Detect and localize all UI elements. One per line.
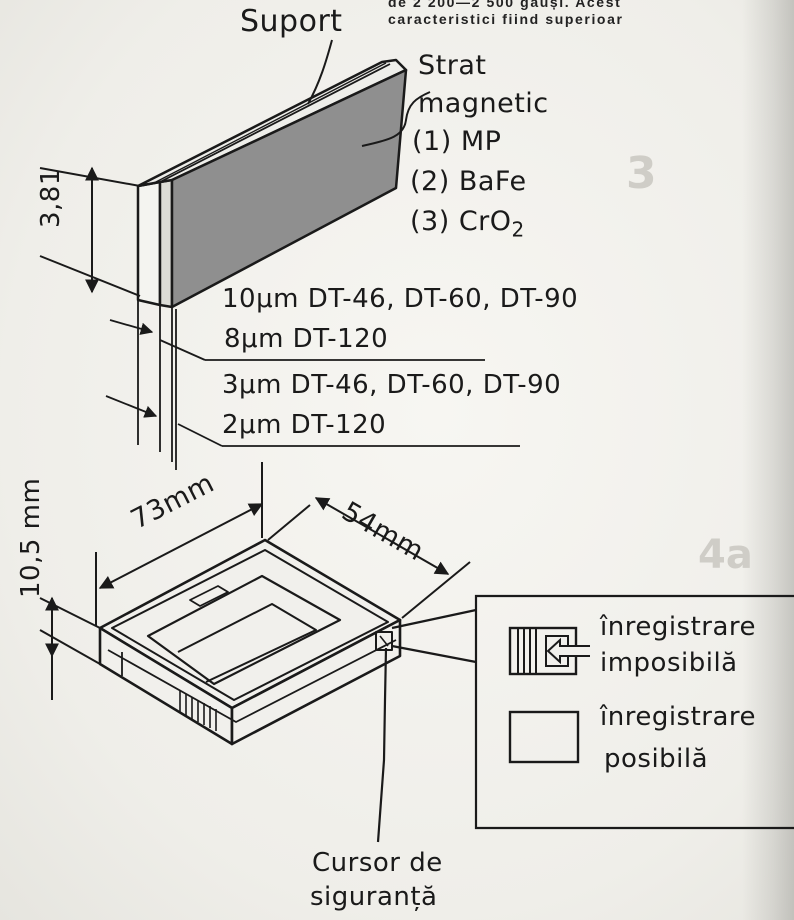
margin-mark-3: 3 <box>626 148 657 199</box>
write-enabled-icon <box>508 710 580 764</box>
layer-item-bafe: (2) BaFe <box>410 166 527 197</box>
cassette-dimensions <box>39 462 471 700</box>
tape-cross-section <box>136 58 408 309</box>
thickness-label-1: 10μm DT-46, DT-60, DT-90 <box>222 284 579 314</box>
thickness-label-3: 3μm DT-46, DT-60, DT-90 <box>222 370 562 400</box>
cursor-leader-line <box>376 647 388 843</box>
legend-box <box>391 594 794 830</box>
dds-cassette <box>98 538 402 746</box>
tape-width-label: 3,81 <box>36 168 66 228</box>
margin-mark-4a: 4a <box>698 532 753 578</box>
tape-layer-strip <box>158 178 174 309</box>
layer-item-cro2: (3) CrO2 <box>410 206 525 241</box>
tape-support-front <box>136 180 162 307</box>
legend-impossible-line-1: înregistrare <box>600 612 757 642</box>
support-leader-line <box>307 39 333 105</box>
header-text: de 2 200—2 500 gauși. Acest caracteristi… <box>388 0 624 28</box>
magnetic-leader-line <box>361 91 431 147</box>
tape-magnetic-face <box>170 68 408 309</box>
write-protect-tab <box>375 631 393 651</box>
write-protected-icon <box>517 628 590 674</box>
cursor-label-line-1: Cursor de <box>312 848 443 878</box>
width-dimension <box>39 166 141 297</box>
magnetic-layer-title-1: Strat <box>418 50 487 81</box>
thickness-label-4: 2μm DT-120 <box>222 410 387 440</box>
legend-impossible-line-2: imposibilă <box>600 648 738 678</box>
header-text-line-1: de 2 200—2 500 gauși. Acest <box>388 0 622 10</box>
layer-item-cro2-text: (3) CrO <box>410 206 512 237</box>
magnetic-layer-title-2: magnetic <box>418 88 549 119</box>
header-text-line-2: caracteristici fiind superioar <box>388 11 624 27</box>
thickness-lines <box>105 300 520 470</box>
layer-item-cro2-subscript: 2 <box>511 217 525 242</box>
thickness-label-2: 8μm DT-120 <box>224 324 389 354</box>
cassette-window <box>146 574 342 686</box>
legend-possible-line-2: posibilă <box>604 744 709 774</box>
cursor-label-line-2: siguranță <box>310 882 438 912</box>
support-label: Suport <box>240 4 343 39</box>
cassette-height-label: 10,5 mm <box>16 477 46 598</box>
cassette-grip-ribs <box>179 690 217 731</box>
legend-possible-line-1: înregistrare <box>600 702 757 732</box>
layer-item-mp: (1) MP <box>412 126 502 157</box>
page-edge-shadow <box>742 0 794 920</box>
